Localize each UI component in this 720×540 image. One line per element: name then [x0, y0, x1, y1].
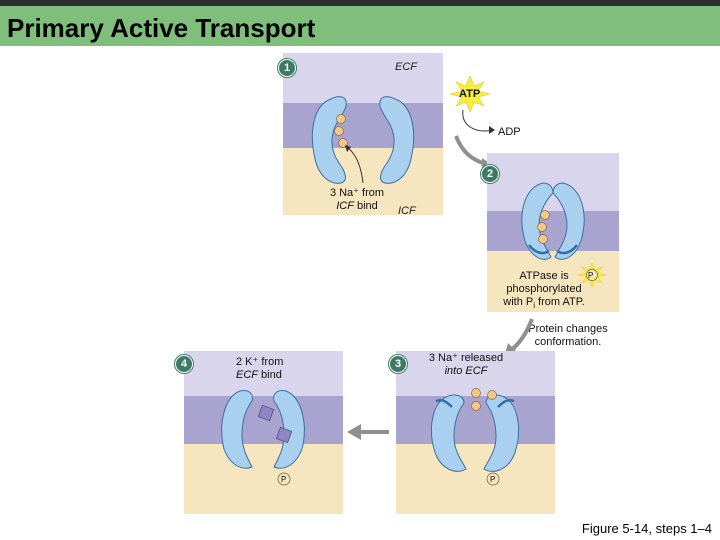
- step-3-line-1: 3 Na⁺ released: [428, 352, 504, 364]
- page-title: Primary Active Transport: [7, 13, 316, 43]
- step-1-icf-word: ICF: [336, 200, 354, 212]
- panel-4-illustration: [184, 351, 343, 514]
- step-4-line-2: ECF bind: [236, 369, 283, 382]
- panel-step-2: [487, 153, 619, 312]
- figure-caption: Figure 5-14, steps 1–4: [581, 521, 712, 536]
- step-1-badge: 1: [278, 59, 296, 77]
- step-2-badge: 2: [481, 165, 499, 183]
- step-2-line-1: ATPase is: [519, 270, 569, 282]
- step-4-label: 2 K⁺ from ECF bind: [236, 356, 283, 382]
- step-2-line-2: phosphorylated: [506, 283, 582, 295]
- conformation-line-2: conformation.: [534, 336, 602, 348]
- panel-3-illustration: [396, 351, 555, 514]
- atp-burst-icon: [450, 76, 490, 112]
- step-3-label: 3 Na⁺ released into ECF: [420, 352, 512, 378]
- phosphate-burst-icon: [578, 263, 606, 287]
- step-2-with-p: with P: [503, 296, 534, 308]
- phosphate-label-step3: P: [490, 475, 496, 484]
- step-3-into-ecf: into ECF: [444, 365, 488, 377]
- phosphate-label-step4: P: [281, 475, 287, 484]
- step-4-bind-word: bind: [258, 369, 282, 381]
- step-2-from-atp: from ATP.: [535, 296, 585, 308]
- step-4-ecf-word: ECF: [236, 369, 258, 381]
- arrow-step3-to-4: [347, 424, 389, 440]
- step-1-line-1: 3 Na⁺ from: [329, 187, 385, 199]
- step-1-line-2: ICF bind: [322, 200, 392, 213]
- step-4-line-1: 2 K⁺ from: [236, 356, 284, 368]
- panel-2-illustration: [487, 153, 619, 312]
- step-3-line-2: into ECF: [420, 365, 512, 378]
- ecf-label-top: ECF: [395, 61, 417, 73]
- conformation-label: Protein changes conformation.: [520, 323, 616, 349]
- atp-label: ATP: [459, 88, 481, 100]
- step-2-label: ATPase is phosphorylated with Pi from AT…: [494, 270, 594, 312]
- panel-1-illustration: [283, 53, 443, 215]
- panel-step-1: ECF: [283, 53, 443, 215]
- atp-adp-arrow: [462, 109, 495, 134]
- step-1-label: 3 Na⁺ from ICF bind: [322, 187, 392, 213]
- step-4-badge: 4: [175, 355, 193, 373]
- conformation-line-1: Protein changes: [528, 323, 608, 335]
- phosphate-label-step2: P: [588, 271, 594, 280]
- panel-step-4: P: [184, 351, 343, 514]
- panel-step-3: P: [396, 351, 555, 514]
- step-2-subscript-i: i: [533, 301, 535, 311]
- step-3-badge: 3: [389, 355, 407, 373]
- step-1-bind-word: bind: [353, 200, 378, 212]
- step-2-line-3: with Pi from ATP.: [494, 296, 594, 312]
- icf-label-mid: ICF: [398, 205, 416, 217]
- adp-label: ADP: [498, 126, 521, 138]
- title-bar: Primary Active Transport: [0, 0, 720, 46]
